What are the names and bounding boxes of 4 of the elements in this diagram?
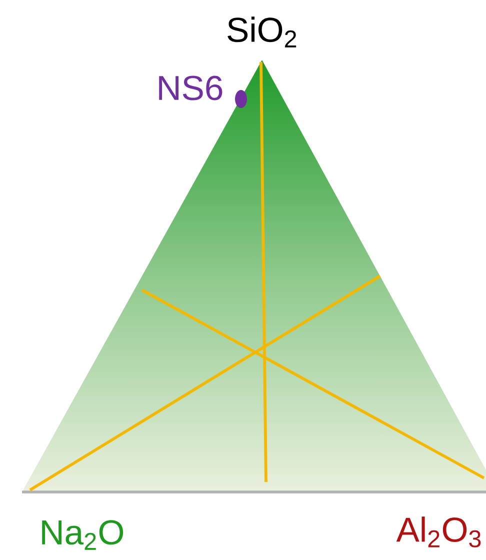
data-point-label: NS6 xyxy=(159,76,222,100)
vertex-label: Al$_{2}$O$_{3}$ xyxy=(396,516,481,548)
vertex-label: SiO$_{2}$ xyxy=(228,16,296,48)
vertex-label: Na$_{2}$O xyxy=(42,520,124,550)
